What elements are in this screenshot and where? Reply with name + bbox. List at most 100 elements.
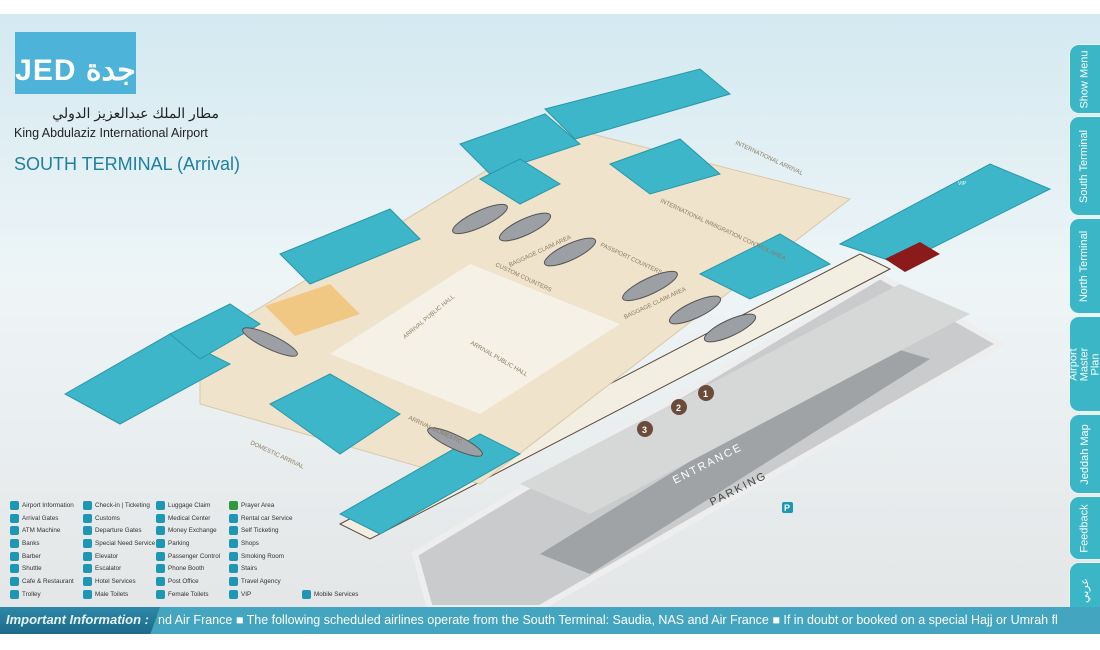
- legend-item: [302, 550, 382, 563]
- legend-item: Female Toilets: [156, 588, 229, 601]
- legend-label: VIP: [241, 590, 252, 598]
- legend-icon: [83, 589, 92, 599]
- legend-label: Female Toilets: [168, 590, 209, 598]
- legend-item: Escalator: [83, 562, 156, 575]
- legend-icon: [229, 538, 238, 548]
- legend-icon: [156, 551, 165, 561]
- legend-item: Rental car Service: [229, 512, 302, 525]
- legend-item: ATM Machine: [10, 524, 83, 537]
- legend-item: Banks: [10, 537, 83, 550]
- legend-item: Prayer Area: [229, 499, 302, 512]
- legend-label: Cafe & Restaurant: [22, 577, 74, 585]
- page-title: SOUTH TERMINAL (Arrival): [14, 154, 241, 174]
- legend-label: Arrival Gates: [22, 514, 59, 522]
- parking-icon: P: [782, 502, 793, 513]
- svg-text:3: 3: [642, 425, 647, 435]
- legend-item: Special Need Service: [83, 537, 156, 550]
- legend-item: Self Ticketing: [229, 524, 302, 537]
- legend-item: Airport Information: [10, 499, 83, 512]
- terminal-map[interactable]: INTERNATIONAL ARRIVAL INTERNATIONAL IMMI…: [0, 14, 1100, 608]
- legend-item: Cafe & Restaurant: [10, 575, 83, 588]
- legend-label: Departure Gates: [95, 527, 142, 535]
- public-hall-floor: [330, 264, 620, 414]
- legend-label: Shuttle: [22, 565, 42, 573]
- legend-item: Phone Booth: [156, 562, 229, 575]
- tab-feedback[interactable]: Feedback: [1069, 496, 1100, 560]
- info-label: Important Information :: [0, 607, 160, 634]
- legend-icon: [83, 513, 92, 523]
- legend-label: Escalator: [95, 565, 122, 573]
- legend-item: Male Toilets: [83, 588, 156, 601]
- legend-icon: [83, 538, 92, 548]
- svg-text:1: 1: [703, 389, 708, 399]
- legend-icon: [83, 526, 92, 536]
- legend-item: Money Exchange: [156, 524, 229, 537]
- legend-label: ATM Machine: [22, 527, 61, 535]
- info-bar: nd Air France ■ The following scheduled …: [0, 607, 1100, 634]
- info-ticker: nd Air France ■ The following scheduled …: [158, 613, 1058, 627]
- legend-label: Airport Information: [22, 501, 74, 509]
- legend-label: Check-in | Ticketing: [95, 501, 150, 509]
- legend-item: Customs: [83, 512, 156, 525]
- label-vip: VIP: [958, 181, 967, 187]
- legend-item: Arrival Gates: [10, 512, 83, 525]
- legend-icon: [10, 564, 19, 574]
- legend-item: Shops: [229, 537, 302, 550]
- legend-label: Self Ticketing: [241, 527, 279, 535]
- legend-label: Trolley: [22, 590, 41, 598]
- legend-icon: [83, 564, 92, 574]
- map-stage: INTERNATIONAL ARRIVAL INTERNATIONAL IMMI…: [0, 14, 1100, 618]
- legend-item: Medical Center: [156, 512, 229, 525]
- legend-item: Luggage Claim: [156, 499, 229, 512]
- svg-text:P: P: [784, 503, 790, 513]
- legend-item: Check-in | Ticketing: [83, 499, 156, 512]
- tab-show-menu[interactable]: Show Menu: [1069, 44, 1100, 114]
- tab-north-terminal[interactable]: North Terminal: [1069, 218, 1100, 314]
- legend-label: Banks: [22, 539, 40, 547]
- legend-item: Trolley: [10, 588, 83, 601]
- legend-label: Rental car Service: [241, 514, 293, 522]
- legend-item: Hotel Services: [83, 575, 156, 588]
- tab-south-terminal[interactable]: South Terminal: [1069, 116, 1100, 216]
- tab-jeddah-map[interactable]: Jeddah Map: [1069, 414, 1100, 494]
- legend-icon: [156, 564, 165, 574]
- legend-item: Shuttle: [10, 562, 83, 575]
- legend-icon: [83, 576, 92, 586]
- legend-label: Shops: [241, 539, 259, 547]
- legend-item: [302, 562, 382, 575]
- legend-label: Passenger Control: [168, 552, 221, 560]
- legend-item: Stairs: [229, 562, 302, 575]
- domestic-arrival-area: [265, 284, 360, 336]
- legend-icon: [10, 526, 19, 536]
- legend-icon: [10, 500, 19, 510]
- legend-label: Parking: [168, 539, 190, 547]
- legend-icon: [229, 526, 238, 536]
- tab-airport-master-plan[interactable]: Airport Master Plan: [1068, 316, 1100, 412]
- legend-icon: [10, 551, 19, 561]
- label-international-arrival: INTERNATIONAL ARRIVAL: [734, 140, 804, 177]
- legend-icon: [10, 513, 19, 523]
- label-domestic-arrival: DOMESTIC ARRIVAL: [249, 440, 305, 470]
- entrance-road-lanes: [520, 284, 970, 514]
- legend-icon: [10, 589, 19, 599]
- legend-item: Departure Gates: [83, 524, 156, 537]
- legend-label: Post Office: [168, 577, 199, 585]
- legend-icon: [156, 576, 165, 586]
- legend-item: Travel Agency: [229, 575, 302, 588]
- legend-item: Barber: [10, 550, 83, 563]
- legend-icon: [83, 500, 92, 510]
- legend-icon: [156, 513, 165, 523]
- legend-label: Customs: [95, 514, 120, 522]
- legend-icon: [83, 551, 92, 561]
- legend-label: Travel Agency: [241, 577, 281, 585]
- legend-icon: [229, 551, 238, 561]
- jed-logo[interactable]: JED جدة: [15, 32, 136, 94]
- legend-label: Mobile Services: [314, 590, 359, 598]
- entrance-markers[interactable]: 1 2 3: [637, 385, 714, 437]
- legend-item: Passenger Control: [156, 550, 229, 563]
- legend-icon: [10, 576, 19, 586]
- legend-label: Smoking Room: [241, 552, 285, 560]
- legend-item: Mobile Services: [302, 588, 382, 601]
- legend-label: Stairs: [241, 565, 258, 573]
- vip-building[interactable]: [885, 242, 940, 272]
